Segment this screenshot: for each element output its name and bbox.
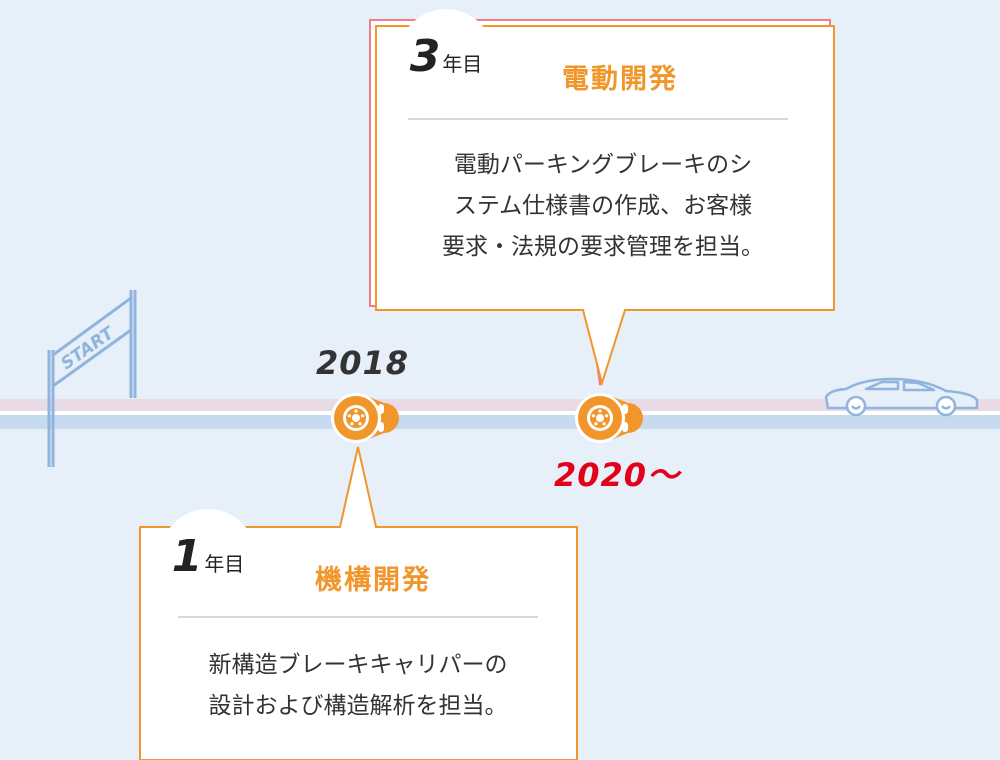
year-badge-1: 1 年目 bbox=[160, 509, 256, 605]
callout-year3 bbox=[369, 19, 835, 387]
description-line: 電動パーキングブレーキのシ bbox=[453, 152, 753, 178]
milestone-title-electric: 電動開発 bbox=[562, 64, 678, 95]
brake-caliper-icon-2018 bbox=[331, 393, 399, 443]
description-line: 要求・法規の要求管理を担当。 bbox=[442, 234, 764, 260]
description-line: 設計および構造解析を担当。 bbox=[208, 693, 508, 719]
timeline-track bbox=[0, 399, 1000, 429]
badge-year-unit: 年目 bbox=[204, 551, 245, 576]
brake-caliper-icon-2020 bbox=[575, 393, 643, 443]
description-line: ステム仕様書の作成、お客様 bbox=[453, 193, 753, 219]
milestone-title-mechanism: 機構開発 bbox=[315, 565, 431, 596]
callout-year1 bbox=[139, 446, 578, 760]
car-icon bbox=[824, 377, 979, 417]
badge-year-number: 3 bbox=[409, 31, 441, 82]
milestone-description-mechanism: 新構造ブレーキキャリパーの 設計および構造解析を担当。 bbox=[140, 645, 576, 727]
year-2018-label: 2018 bbox=[316, 344, 410, 382]
description-line: 新構造ブレーキキャリパーの bbox=[208, 652, 508, 678]
year-badge-3: 3 年目 bbox=[398, 9, 494, 105]
badge-year-number: 1 bbox=[171, 531, 203, 582]
milestone-description-electric: 電動パーキングブレーキのシ ステム仕様書の作成、お客様 要求・法規の要求管理を担… bbox=[378, 145, 828, 268]
start-gate-icon: START bbox=[47, 290, 137, 467]
year-2020-label: 2020～ bbox=[554, 456, 681, 494]
badge-year-unit: 年目 bbox=[442, 51, 483, 76]
